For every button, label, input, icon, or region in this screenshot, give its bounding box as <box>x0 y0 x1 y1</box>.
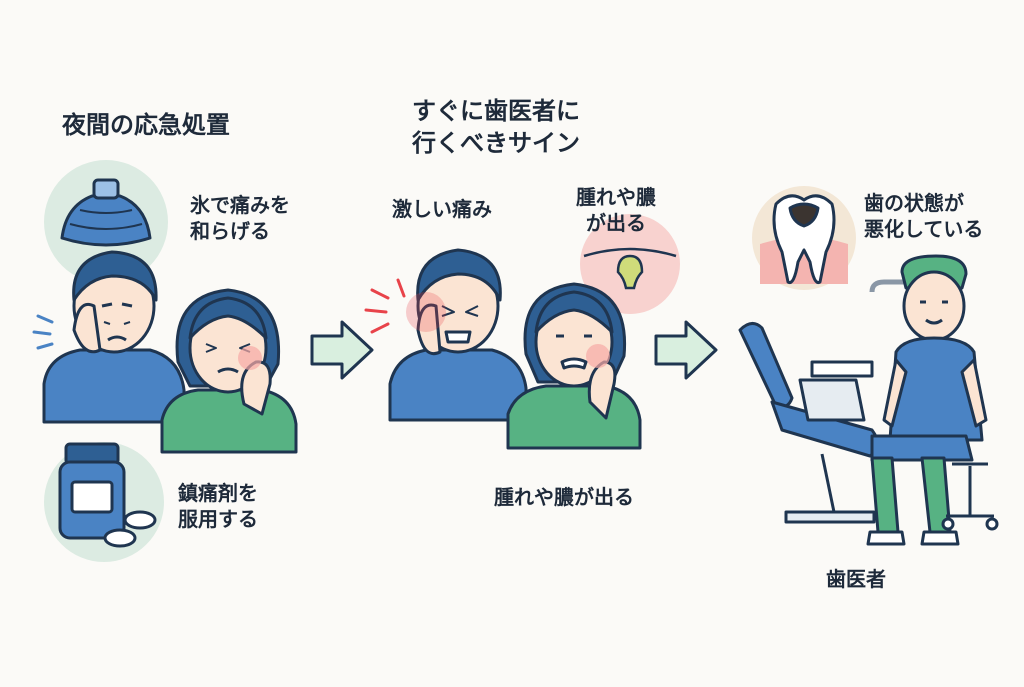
left-section-title: 夜間の応急処置 <box>62 111 230 139</box>
medicine-bottle-icon <box>58 442 126 540</box>
pus-gum-icon <box>583 247 677 290</box>
middle-section-title: すぐに歯医者に 行くべきサイン <box>412 97 580 157</box>
pain-lines-icon <box>32 314 54 350</box>
pain-label: 激しい痛み <box>392 197 492 221</box>
cheek-blush <box>238 346 262 370</box>
man-toothache-figure <box>42 250 186 424</box>
woman-swelling-figure <box>506 282 642 450</box>
decayed-tooth-icon <box>760 194 848 285</box>
pill-icon <box>103 510 157 548</box>
ice-pack-icon <box>60 178 152 247</box>
dentist-figure <box>866 254 988 546</box>
dentist-label: 歯医者 <box>826 567 886 591</box>
swelling-label-bottom: 腫れや膿が出る <box>494 485 634 509</box>
dental-chair-icon <box>738 279 928 524</box>
arrow-right-icon <box>654 320 718 380</box>
tooth-condition-label: 歯の状態が 悪化している <box>864 191 984 242</box>
cheek-blush <box>586 344 610 368</box>
pain-glow <box>406 292 446 332</box>
swelling-label-top: 腫れや膿 が出る <box>576 185 656 236</box>
medicine-label: 鎮痛剤を 服用する <box>178 481 258 532</box>
ice-pack-label: 氷で痛みを 和らげる <box>190 193 290 244</box>
man-severe-pain-figure <box>388 248 528 422</box>
dentist-stool-icon <box>941 462 999 531</box>
woman-toothache-figure <box>160 288 298 454</box>
arrow-right-icon <box>310 320 374 380</box>
red-pain-burst-icon <box>364 278 406 334</box>
